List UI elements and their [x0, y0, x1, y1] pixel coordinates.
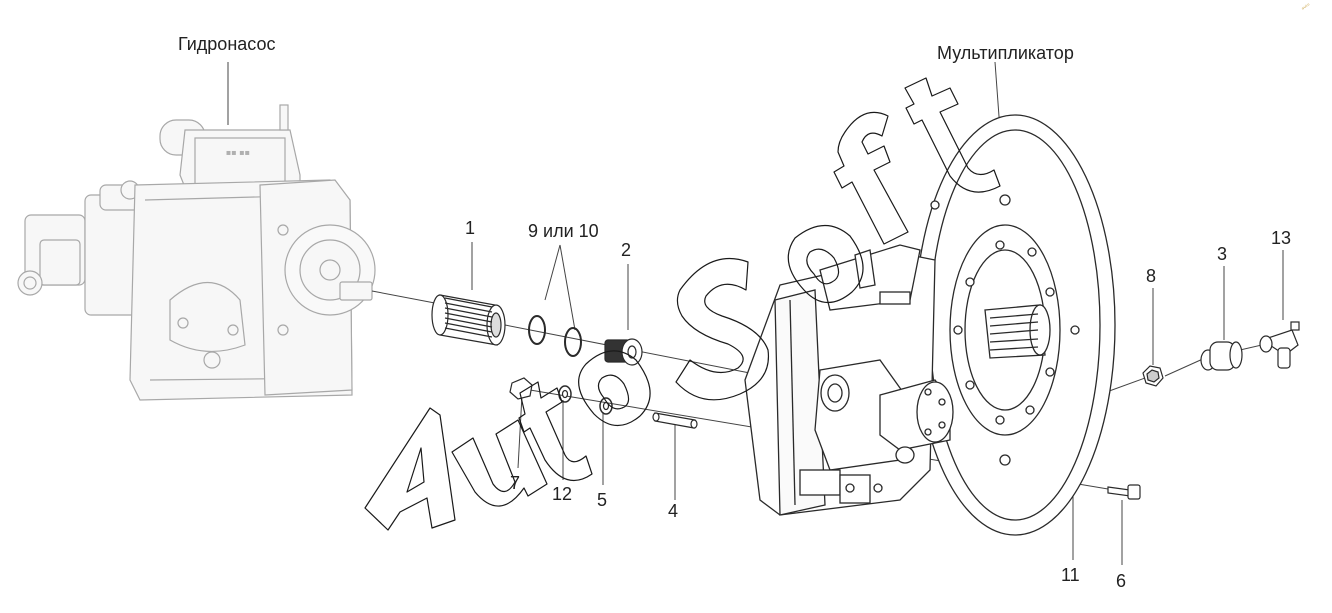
part-label-8: 8 — [1146, 266, 1157, 286]
part-label-7: 7 — [510, 473, 521, 493]
part-4-stud-icon — [652, 412, 698, 429]
part-1-splined-sleeve-icon — [431, 294, 506, 346]
svg-text:▪▪ ▪▪: ▪▪ ▪▪ — [226, 148, 250, 157]
part-label-3: 3 — [1217, 244, 1228, 264]
part-label-11: 11 — [1061, 565, 1080, 585]
part-label-5: 5 — [597, 490, 608, 510]
pump-label: Гидронасос — [178, 34, 276, 54]
part-label-1: 1 — [465, 218, 476, 238]
part-6-bolt-icon — [1107, 484, 1141, 500]
part-label-9-10: 9 или 10 — [528, 221, 599, 241]
part-3-fitting-icon — [1200, 341, 1243, 371]
autosoft-watermark — [364, 77, 1001, 531]
part-label-13: 13 — [1271, 228, 1292, 248]
part-2-gear-icon — [604, 338, 643, 366]
part-label-4: 4 — [668, 501, 679, 521]
part-label-2: 2 — [621, 240, 632, 260]
multiplier-gearbox-drawing — [744, 114, 1116, 536]
hydraulic-pump-drawing: ▪▪ ▪▪ — [17, 104, 376, 401]
part-label-6: 6 — [1116, 571, 1127, 591]
multiplier-label: Мультипликатор — [937, 43, 1074, 63]
part-13-elbow-icon — [1259, 321, 1300, 369]
part-label-12: 12 — [552, 484, 573, 504]
